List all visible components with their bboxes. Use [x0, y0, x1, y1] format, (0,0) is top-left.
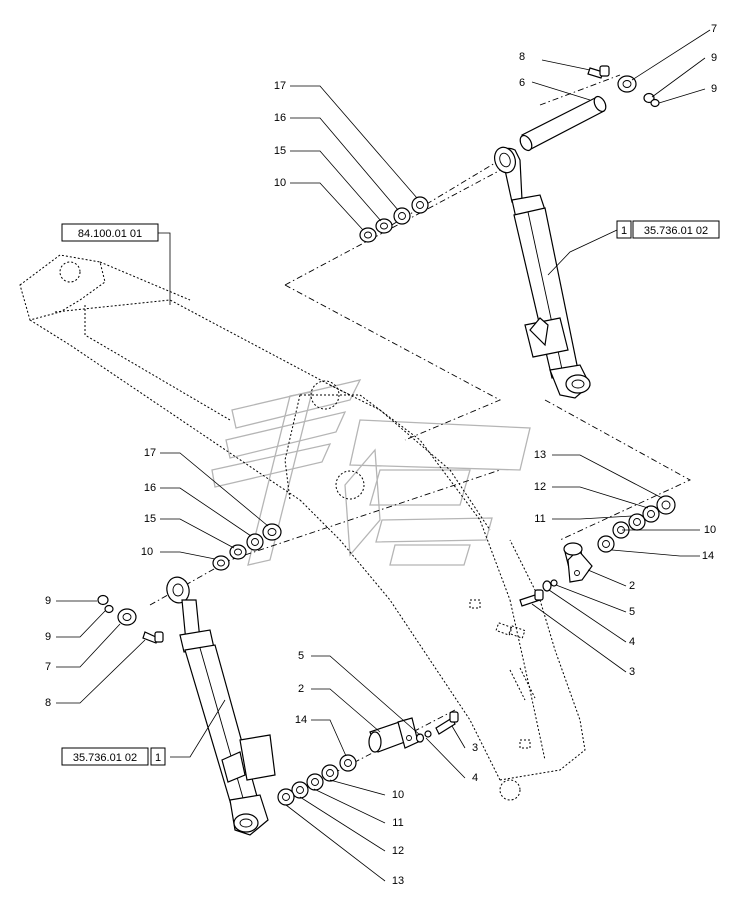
washers-top-icon [359, 196, 429, 243]
ref-cyl-top-qty: 1 [621, 225, 627, 237]
callout-9: 9 [45, 631, 51, 643]
pin-right-icon [563, 542, 593, 583]
callout-10: 10 [392, 789, 404, 801]
leader-lines [56, 29, 711, 882]
centerlines [149, 74, 691, 776]
callout-11: 11 [534, 513, 545, 525]
washer-bottom-small-icon [415, 730, 432, 743]
callout-12: 12 [392, 845, 404, 857]
callout-12: 12 [534, 481, 546, 493]
callout-15: 15 [274, 145, 286, 157]
hydraulic-cylinder-bottom-icon [166, 576, 276, 836]
nut-left-icon [97, 594, 114, 614]
bolt-bottom-icon [435, 711, 459, 735]
hydraulic-cylinder-top-icon [494, 146, 591, 399]
callout-2: 2 [298, 683, 304, 695]
callout-4: 4 [472, 772, 478, 784]
callout-4: 4 [629, 636, 635, 648]
callout-9: 9 [711, 83, 717, 95]
callout-14: 14 [295, 714, 307, 726]
callout-3: 3 [629, 666, 635, 678]
washer-right-small-icon [542, 579, 558, 592]
grease-nipple-left-icon [117, 608, 137, 626]
ref-box-cylinder-bottom[interactable]: 35.736.01 02 1 [61, 747, 166, 766]
callout-9: 9 [711, 52, 717, 64]
callout-17: 17 [144, 447, 156, 459]
ref-cyl-bottom-label: 35.736.01 02 [73, 752, 137, 764]
callout-16: 16 [144, 482, 156, 494]
ref-box-cylinder-top[interactable]: 1 35.736.01 02 [616, 220, 720, 239]
pin-top-icon [519, 95, 607, 152]
bolt-left-icon [142, 631, 164, 644]
callout-numbers: 7 8 9 9 6 17 16 15 10 17 16 15 10 13 12 … [45, 23, 717, 887]
washers-right-icon [597, 495, 676, 553]
callout-8: 8 [519, 51, 525, 63]
callout-10: 10 [274, 177, 286, 189]
callout-13: 13 [392, 875, 404, 887]
callout-13: 13 [534, 449, 546, 461]
nut-top-icon [643, 92, 660, 108]
ref-cyl-bottom-qty: 1 [155, 752, 161, 764]
callout-2: 2 [629, 580, 635, 592]
callout-5: 5 [298, 650, 304, 662]
ref-boom-label: 84.100.01 01 [78, 228, 142, 240]
callout-3: 3 [472, 742, 478, 754]
ref-cyl-top-label: 35.736.01 02 [644, 225, 708, 237]
washers-mid-icon [212, 523, 282, 571]
callout-10: 10 [704, 524, 716, 536]
bolt-top-icon [587, 65, 610, 79]
callout-7: 7 [45, 661, 51, 673]
callout-6: 6 [519, 77, 525, 89]
washers-bottom-icon [277, 754, 357, 806]
callout-17: 17 [274, 80, 286, 92]
ref-box-boom[interactable]: 84.100.01 01 [61, 223, 159, 242]
pin-bottom-icon [368, 717, 419, 753]
callout-15: 15 [144, 513, 156, 525]
callout-7: 7 [711, 23, 717, 35]
callout-8: 8 [45, 697, 51, 709]
callout-5: 5 [629, 606, 635, 618]
callout-9: 9 [45, 595, 51, 607]
callout-14: 14 [702, 550, 714, 562]
bolt-right-icon [519, 589, 544, 607]
callout-10: 10 [141, 546, 153, 558]
callout-11: 11 [392, 817, 403, 829]
callout-16: 16 [274, 112, 286, 124]
watermark-logo-icon [211, 379, 531, 566]
grease-nipple-top-icon [617, 75, 637, 93]
